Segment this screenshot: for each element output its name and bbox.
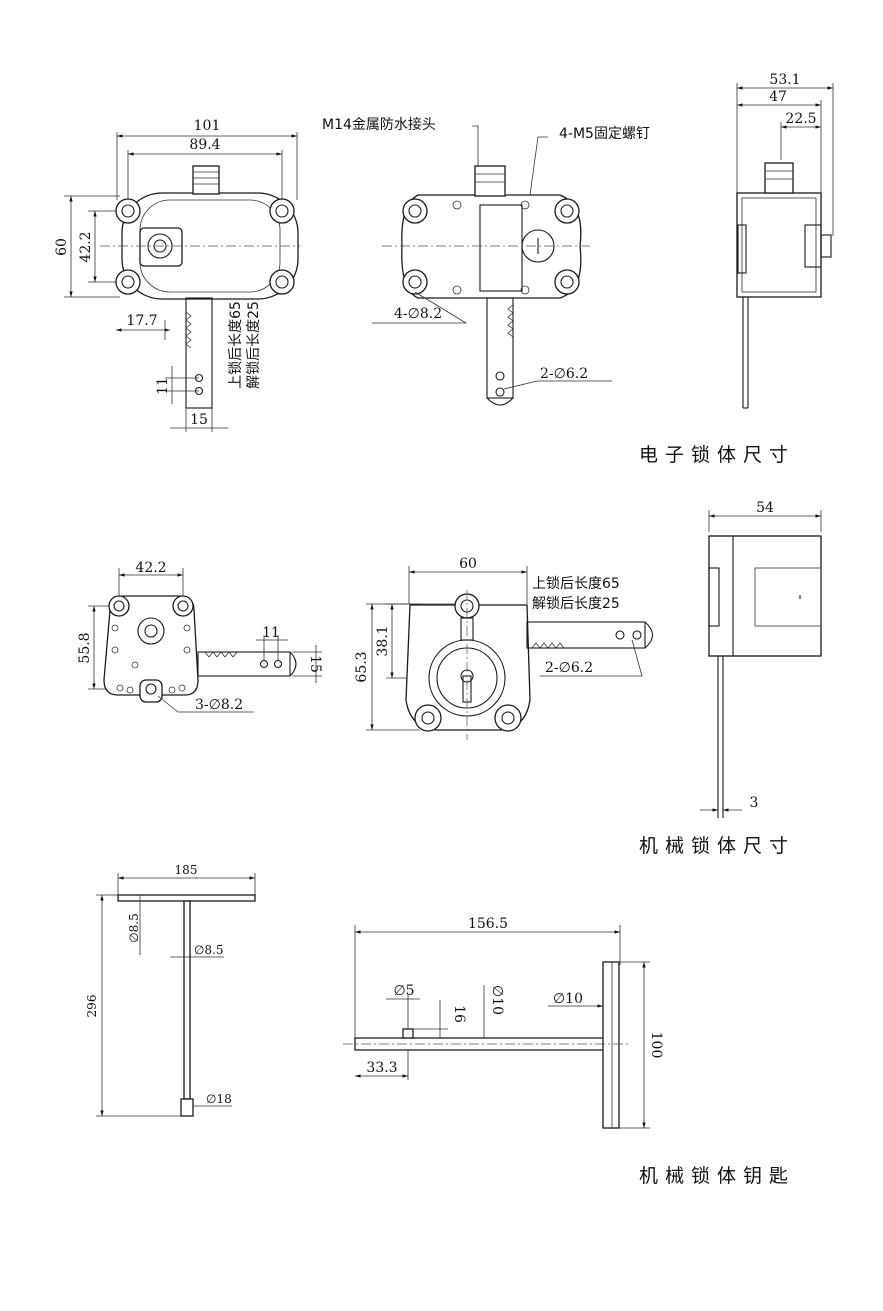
dim-mech-pitch: 11 [262, 625, 280, 641]
dim-mech-depth-54: 54 [756, 500, 774, 516]
dim-key-tip-length: 16 [451, 1005, 467, 1023]
mechanical-back-view: 60 65.3 38.1 上锁后长度65 解锁后长度25 2-∅6.2 [354, 556, 654, 740]
dim-width-101: 101 [194, 118, 221, 134]
dim-key-total-height: 296 [85, 995, 99, 1018]
note-connector: M14金属防水接头 [322, 116, 436, 133]
note-unlock-length: 解锁后长度25 [246, 301, 262, 389]
dim-rack-offset: 17.7 [126, 313, 157, 329]
dim-rack-width: 15 [190, 412, 208, 428]
dim-depth-53: 53.1 [769, 72, 800, 88]
dim-mech-height-65: 65.3 [354, 651, 370, 682]
dim-mech-width-60: 60 [459, 556, 477, 572]
dim-mech-height-38: 38.1 [375, 625, 391, 656]
key-side-view: 156.5 ∅5 16 ∅10 ∅10 33.3 100 [343, 916, 664, 1129]
dim-key-tip-offset: 33.3 [366, 1060, 397, 1076]
dim-key-handle-length-100: 100 [648, 1032, 664, 1059]
dim-key-shaft-dia: ∅8.5 [194, 943, 224, 957]
note-mech-unlock-length: 解锁后长度25 [532, 596, 620, 612]
dim-mech-rack-width: 15 [307, 655, 323, 673]
dim-key-tip-dia: ∅18 [206, 1092, 232, 1106]
note-rack-holes: 2-∅6.2 [540, 366, 588, 382]
dim-hole-spacing-89: 89.4 [189, 137, 220, 153]
dim-mech-height: 55.8 [77, 632, 93, 663]
caption-mechanical: 机械锁体尺寸 [639, 835, 796, 857]
dim-depth-47: 47 [769, 89, 787, 105]
caption-key: 机械锁体钥匙 [639, 1165, 796, 1187]
dim-key-handle-dia: ∅8.5 [127, 913, 141, 943]
dim-mech-rack-thickness: 3 [750, 795, 759, 811]
dim-height-60: 60 [54, 238, 70, 256]
note-screws: 4-M5固定螺钉 [559, 126, 650, 142]
dim-key-total-length: 156.5 [468, 916, 508, 932]
dim-key-tip-dia-5: ∅5 [393, 983, 414, 999]
electronic-front-view: 101 89.4 60 42.2 [54, 118, 300, 432]
dim-mech-spacing-42: 42.2 [135, 560, 166, 576]
dim-rack-pitch: 11 [155, 377, 171, 395]
note-mech-mount-holes: 3-∅8.2 [195, 697, 243, 713]
dim-depth-22: 22.5 [785, 111, 816, 127]
caption-electronic: 电子锁体尺寸 [639, 444, 796, 466]
dim-hole-spacing-42: 42.2 [78, 231, 94, 262]
dim-key-shaft-dia-10: ∅10 [489, 985, 505, 1015]
key-front-view: 185 296 ∅8.5 ∅8.5 ∅18 [85, 863, 256, 1117]
mechanical-side-view: 54 3 [700, 500, 822, 818]
note-mech-lock-length: 上锁后长度65 [532, 576, 620, 592]
note-mech-rack-holes: 2-∅6.2 [545, 660, 593, 676]
note-lock-length: 上锁后长度65 [228, 301, 244, 389]
dim-key-handle-dia-10: ∅10 [553, 991, 583, 1007]
electronic-back-view: M14金属防水接头 4-M5固定螺钉 4-∅8.2 2-∅6.2 [322, 116, 650, 406]
electronic-side-view: 53.1 47 22.5 [736, 72, 834, 409]
dim-key-handle-length: 185 [175, 863, 198, 877]
mechanical-front-view: 42.2 55.8 11 15 3-∅8.2 [77, 560, 323, 713]
note-mount-holes: 4-∅8.2 [394, 306, 442, 322]
